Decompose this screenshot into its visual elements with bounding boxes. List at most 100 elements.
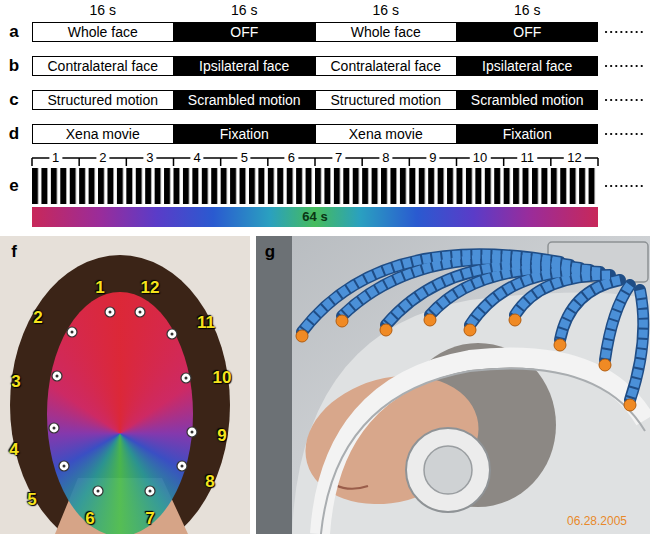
panel-letter: c — [9, 91, 18, 110]
cycle-step-number: 4 — [190, 151, 203, 165]
cycle-step-number: 12 — [564, 151, 584, 165]
panel-letter: e — [9, 177, 18, 196]
cycle-step-number: 1 — [49, 151, 62, 165]
panel-letter: b — [9, 57, 19, 76]
nozzle — [424, 314, 436, 326]
condition-block: Contralateral face — [32, 56, 174, 76]
site-center — [97, 490, 100, 493]
site-center — [56, 375, 59, 378]
condition-block: Contralateral face — [315, 56, 457, 76]
callout-number: 1 — [95, 279, 104, 298]
ruler-tick — [126, 158, 128, 166]
condition-block: Ipsilateral face — [457, 56, 599, 76]
condition-block: Scrambled motion — [174, 90, 316, 110]
site-dot — [52, 371, 62, 381]
condition-label: Fixation — [503, 126, 552, 142]
continuation — [606, 133, 646, 135]
site-center — [171, 333, 174, 336]
site-dot — [49, 423, 59, 433]
condition-block: Fixation — [174, 124, 316, 144]
callout-number: 12 — [141, 279, 160, 298]
condition-block: Ipsilateral face — [174, 56, 316, 76]
site-center — [185, 377, 188, 380]
callout-number: 3 — [11, 373, 20, 392]
condition-block: OFF — [457, 22, 599, 42]
site-center — [149, 490, 152, 493]
nozzle — [464, 324, 476, 336]
cycle-step-number: 10 — [470, 151, 490, 165]
site-dot — [187, 427, 197, 437]
hair — [10, 255, 230, 534]
cycle-color-bar: 64 s — [32, 207, 598, 227]
cycle-step-number: 8 — [379, 151, 392, 165]
site-center — [139, 311, 142, 314]
site-center — [71, 331, 74, 334]
cycle-step-number: 6 — [285, 151, 298, 165]
site-dot — [93, 486, 103, 496]
condition-block: Scrambled motion — [457, 90, 599, 110]
condition-block: Whole face — [32, 22, 174, 42]
ruler-tick — [173, 158, 175, 166]
duration-label: 16 s — [90, 3, 116, 18]
condition-block: Structured motion — [32, 90, 174, 110]
condition-label: Structured motion — [331, 92, 442, 108]
site-dot — [67, 327, 77, 337]
condition-block: Whole face — [315, 22, 457, 42]
cycle-step-number: 9 — [426, 151, 439, 165]
ruler-tick — [314, 158, 316, 166]
condition-label: Ipsilateral face — [199, 58, 289, 74]
ruler-ticks — [32, 158, 598, 166]
site-dot — [59, 461, 69, 471]
continuation — [606, 99, 646, 101]
condition-label: Ipsilateral face — [482, 58, 572, 74]
callout-number: 8 — [205, 473, 214, 492]
site-dot — [167, 329, 177, 339]
cycle-step-number: 7 — [332, 151, 345, 165]
nozzle — [509, 314, 521, 326]
ruler-tick — [267, 158, 269, 166]
callout-number: 5 — [27, 491, 36, 510]
nozzle — [554, 339, 566, 351]
condition-block: Fixation — [457, 124, 599, 144]
stimulation-sites — [49, 307, 197, 496]
callout-number: 6 — [85, 510, 94, 529]
site-dot — [181, 373, 191, 383]
duration-label: 16 s — [514, 3, 540, 18]
stimulus-pulse-train — [32, 168, 598, 204]
condition-label: Whole face — [68, 24, 138, 40]
condition-label: OFF — [513, 24, 541, 40]
condition-label: Whole face — [351, 24, 421, 40]
site-center — [109, 311, 112, 314]
ruler-tick — [409, 158, 411, 166]
condition-label: Xena movie — [66, 126, 140, 142]
site-center — [63, 465, 66, 468]
tube — [630, 290, 643, 400]
condition-block: Xena movie — [315, 124, 457, 144]
nozzle — [296, 330, 308, 342]
callout-number: 2 — [33, 309, 42, 328]
condition-label: Scrambled motion — [188, 92, 301, 108]
ruler-tick — [361, 158, 363, 166]
mouth — [335, 485, 368, 489]
site-dot — [145, 486, 155, 496]
site-centers — [53, 311, 194, 493]
callout-number: 4 — [9, 441, 18, 460]
condition-label: Xena movie — [349, 126, 423, 142]
site-dot — [105, 307, 115, 317]
ruler-tick — [220, 158, 222, 166]
continuation-dots — [606, 32, 646, 186]
duration-label: 16 s — [231, 3, 257, 18]
site-dot — [177, 461, 187, 471]
condition-block: Xena movie — [32, 124, 174, 144]
callout-number: 11 — [197, 314, 215, 333]
tube-outlines — [302, 254, 643, 400]
tube — [386, 265, 580, 325]
head-coil — [320, 358, 645, 534]
condition-label: Fixation — [220, 126, 269, 142]
cycle-step-number: 2 — [96, 151, 109, 165]
panel-letter: f — [11, 243, 17, 262]
scanner-edge — [256, 236, 292, 534]
continuation — [606, 185, 646, 187]
date-stamp: 06.28.2005 — [567, 515, 627, 528]
